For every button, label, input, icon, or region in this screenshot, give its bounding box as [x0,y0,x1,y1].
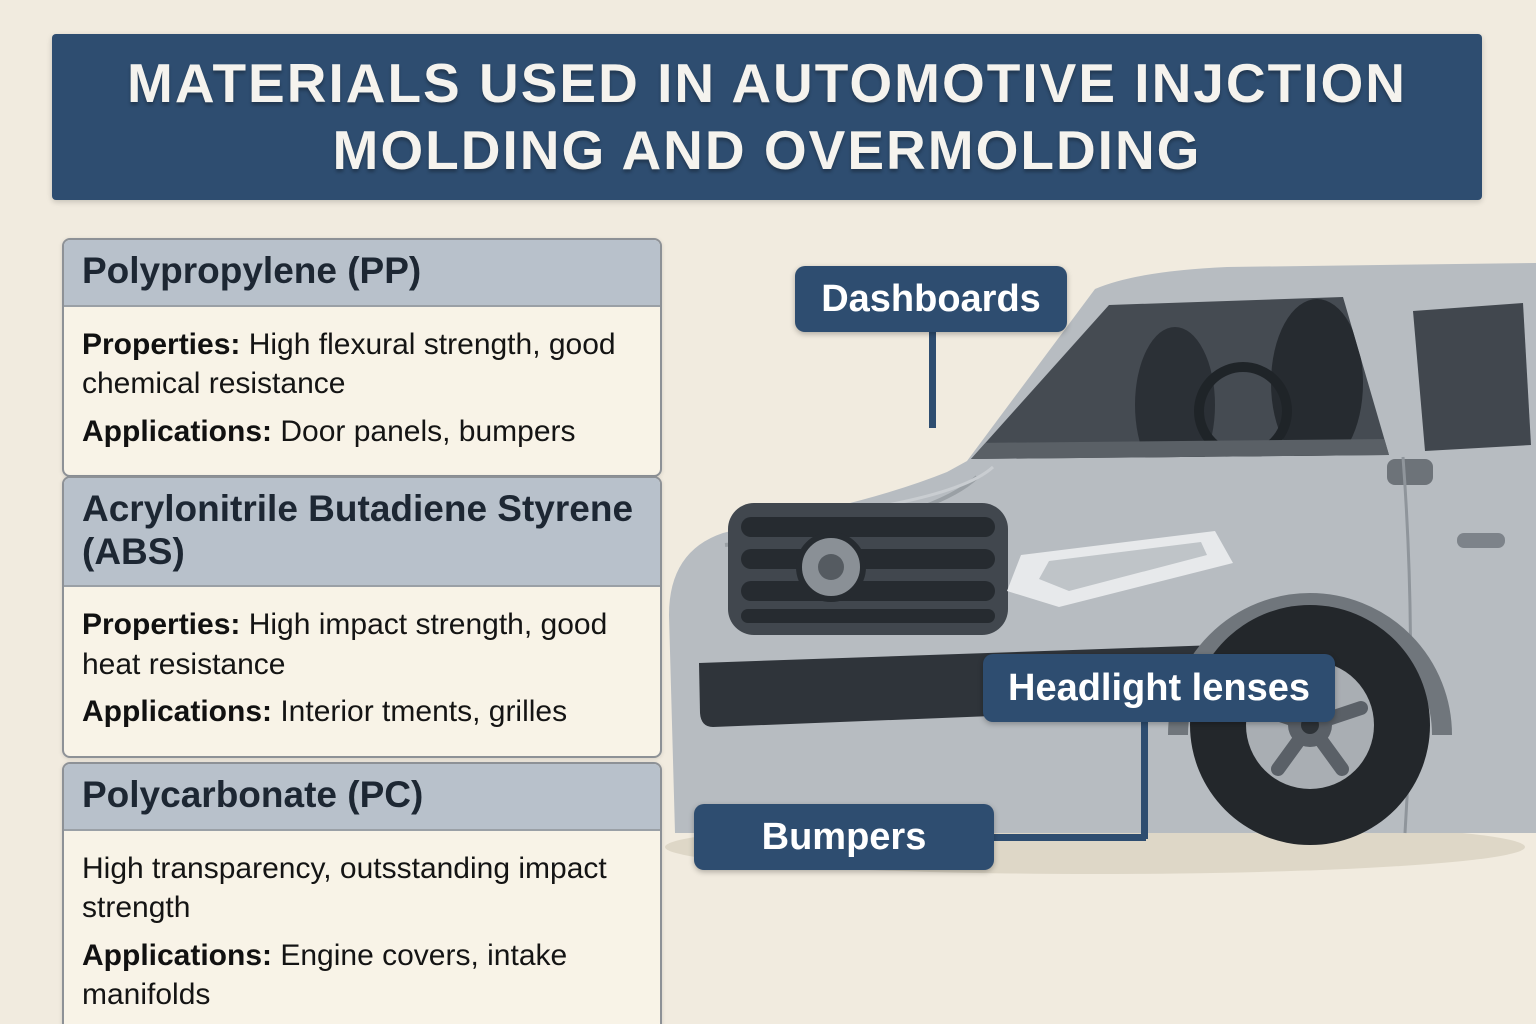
bumpers-connector-line [993,834,1146,841]
row-label: Properties: [82,608,241,642]
dashboards-connector-line [929,331,936,428]
door-handle [1457,533,1505,548]
card-body: Properties: High impact strength, good h… [64,587,660,756]
side-mirror [1387,459,1433,485]
card-row: Properties: High flexural strength, good… [82,325,642,404]
card-title-abs: Acrylonitrile Butadiene Styrene (ABS) [82,488,634,572]
row-label: Properties: [82,327,241,361]
card-body: High transparency, outsstanding impact s… [64,831,660,1024]
title-banner: MATERIALS USED IN AUTOMOTIVE INJCTION MO… [52,34,1482,200]
grille-slat [741,549,995,569]
callout-dashboards: Dashboards [795,266,1067,332]
emblem-center [818,554,844,580]
card-title-pp: Polypropylene (PP) [82,250,422,291]
material-card-pp: Polypropylene (PP) Properties: High flex… [62,238,662,478]
card-row: Applications: Engine covers, intake mani… [82,936,642,1015]
row-text: Interior tments, grilles [272,695,568,729]
headlight-connector-line [1141,721,1148,839]
card-header: Acrylonitrile Butadiene Styrene (ABS) [64,478,660,588]
page-title-line-2: MOLDING AND OVERMOLDING [332,119,1202,181]
seat [1271,299,1363,459]
row-text: High flexural strength, good chemical re… [82,327,616,401]
row-label: Applications: [82,938,273,972]
car-illustration [655,215,1536,1024]
card-body: Properties: High flexural strength, good… [64,307,660,476]
grille-slat [741,609,995,623]
row-text: Door panels, bumpers [272,414,576,448]
material-card-abs: Acrylonitrile Butadiene Styrene (ABS) Pr… [62,476,662,758]
row-text: High impact strength, good heat resistan… [82,608,608,681]
callout-bumpers: Bumpers [694,804,994,870]
card-row: Applications: Door panels, bumpers [82,412,642,452]
row-label: Applications: [82,414,273,448]
grille-slat [741,581,995,601]
row-label: Applications: [82,695,273,729]
row-text: Engine covers, intake manifolds [82,938,568,1012]
row-text: High transparency, outsstanding impact s… [82,851,607,925]
page-title-line-1: MATERIALS USED IN AUTOMOTIVE INJCTION [127,51,1407,114]
card-header: Polypropylene (PP) [64,240,660,307]
card-header: Polycarbonate (PC) [64,764,660,831]
headlight-inner [1039,542,1207,591]
grille-slat [741,517,995,537]
card-row: Applications: Interior tments, grilles [82,692,642,732]
card-row: High transparency, outsstanding impact s… [82,849,642,928]
material-card-pc: Polycarbonate (PC) High transparency, ou… [62,762,662,1024]
side-window [1413,303,1531,451]
card-title-pc: Polycarbonate (PC) [82,774,424,815]
car-svg [665,263,1536,874]
callout-headlight-lenses: Headlight lenses [983,654,1335,722]
card-row: Properties: High impact strength, good h… [82,605,642,684]
